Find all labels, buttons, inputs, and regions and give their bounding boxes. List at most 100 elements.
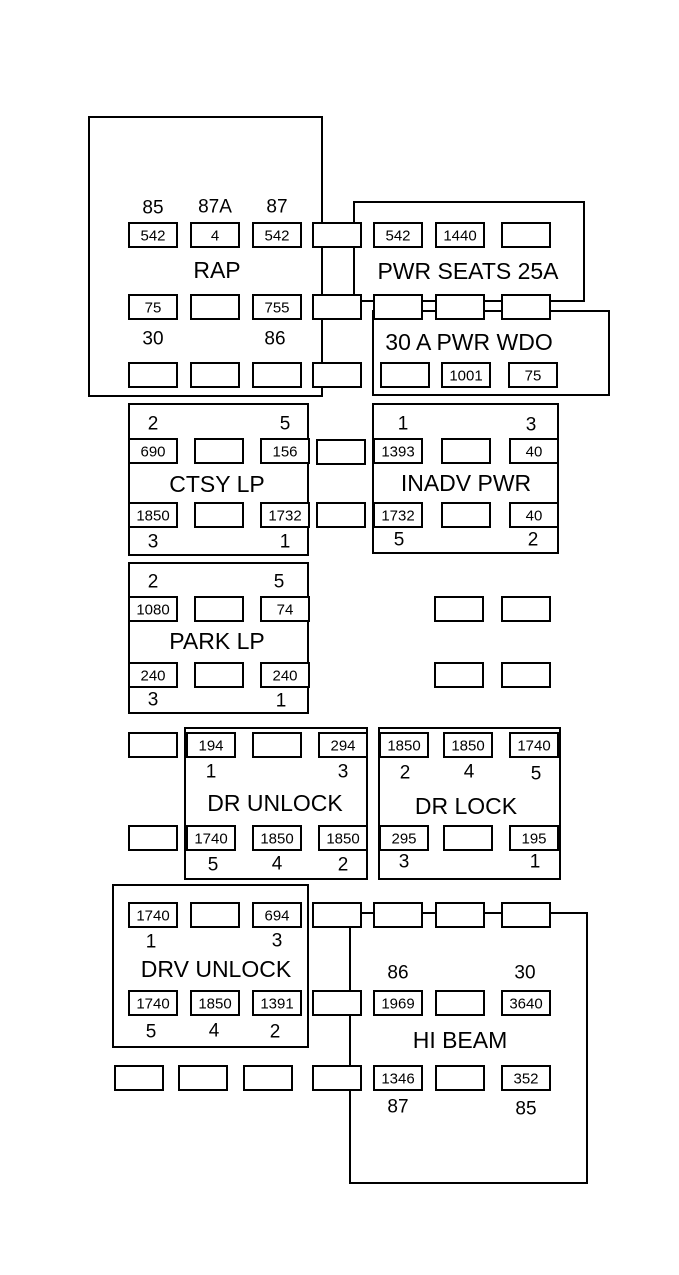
- fuse-slot: [128, 825, 178, 851]
- fuse-slot: [312, 902, 362, 928]
- ctsy-lp-frame: [128, 403, 309, 556]
- terminal-cell: [509, 825, 559, 851]
- rap-title: RAP: [193, 257, 240, 283]
- ctsy-lp-title: CTSY LP: [169, 471, 264, 497]
- terminal-cell: [260, 596, 310, 622]
- pin-label: 30: [514, 963, 535, 984]
- circuit-number: 1391: [260, 996, 293, 1013]
- fuse-slot: [316, 502, 366, 528]
- dr-unlock-frame: [184, 727, 368, 880]
- terminal-cell: [128, 596, 178, 622]
- circuit-number: 542: [264, 228, 289, 245]
- circuit-number: 1740: [136, 996, 169, 1013]
- fuse-slot: [312, 294, 362, 320]
- terminal-cell: [379, 732, 429, 758]
- terminal-cell: [128, 990, 178, 1016]
- pin-label: 2: [148, 572, 159, 593]
- circuit-number: 1850: [260, 831, 293, 848]
- terminal-cell: [128, 222, 178, 248]
- pin-label: 86: [264, 329, 285, 350]
- terminal-cell: [318, 825, 368, 851]
- pin-label: 87: [387, 1097, 408, 1118]
- circuit-number: 156: [272, 444, 297, 461]
- circuit-number: 295: [391, 831, 416, 848]
- pin-label: 85: [142, 198, 163, 219]
- circuit-number: 1732: [381, 508, 414, 525]
- terminal-cell: [186, 732, 236, 758]
- circuit-number: 694: [264, 908, 289, 925]
- terminal-cell: [441, 438, 491, 464]
- pin-label: 85: [515, 1099, 536, 1120]
- pin-label: 87A: [198, 197, 232, 218]
- pin-label: 3: [272, 931, 283, 952]
- terminal-cell: [252, 222, 302, 248]
- terminal-cell: [318, 732, 368, 758]
- pwr-seats-title: PWR SEATS 25A: [377, 258, 559, 284]
- circuit-number: 690: [140, 444, 165, 461]
- terminal-cell: [380, 362, 430, 388]
- inadv-pwr-title: INADV PWR: [401, 470, 531, 496]
- terminal-cell: [443, 732, 493, 758]
- pwr-wdo-title: 30 A PWR WDO: [385, 329, 552, 355]
- terminal-cell: [190, 902, 240, 928]
- dr-lock-title: DR LOCK: [415, 793, 518, 819]
- terminal-cell: [252, 825, 302, 851]
- circuit-number: 542: [140, 228, 165, 245]
- circuit-number: 755: [264, 300, 289, 317]
- fuse-slot: [501, 902, 551, 928]
- pin-label: 5: [146, 1022, 157, 1043]
- terminal-cell: [373, 438, 423, 464]
- fuse-slot: [178, 1065, 228, 1091]
- circuit-number: 240: [140, 668, 165, 685]
- rap-frame: [88, 116, 323, 397]
- terminal-cell: [252, 902, 302, 928]
- circuit-number: 1850: [136, 508, 169, 525]
- circuit-number: 75: [525, 368, 542, 385]
- fuse-slot: [252, 362, 302, 388]
- terminal-cell: [373, 990, 423, 1016]
- pin-label: 1: [530, 852, 541, 873]
- pin-label: 1: [398, 414, 409, 435]
- terminal-cell: [252, 732, 302, 758]
- pin-label: 1: [206, 762, 217, 783]
- circuit-number: 1850: [198, 996, 231, 1013]
- pin-label: 1: [276, 691, 287, 712]
- terminal-cell: [260, 438, 310, 464]
- terminal-cell: [128, 662, 178, 688]
- pin-label: 2: [148, 414, 159, 435]
- pin-label: 5: [394, 530, 405, 551]
- pin-label: 5: [274, 572, 285, 593]
- hi-beam-title: HI BEAM: [413, 1027, 508, 1053]
- terminal-cell: [508, 362, 558, 388]
- pin-label: 2: [400, 763, 411, 784]
- terminal-cell: [194, 502, 244, 528]
- terminal-cell: [373, 222, 423, 248]
- fuse-slot: [435, 294, 485, 320]
- fuse-slot: [373, 294, 423, 320]
- terminal-cell: [373, 502, 423, 528]
- fuse-slot: [128, 732, 178, 758]
- terminal-cell: [435, 222, 485, 248]
- circuit-number: 1732: [268, 508, 301, 525]
- circuit-number: 3640: [509, 996, 542, 1013]
- circuit-number: 1850: [387, 738, 420, 755]
- circuit-number: 1393: [381, 444, 414, 461]
- fuse-slot: [501, 662, 551, 688]
- pin-label: 1: [280, 532, 291, 553]
- terminal-cell: [443, 825, 493, 851]
- pwr-seats-frame: [353, 201, 585, 302]
- terminal-cell: [186, 825, 236, 851]
- pin-label: 4: [464, 762, 475, 783]
- circuit-number: 240: [272, 668, 297, 685]
- circuit-number: 1850: [451, 738, 484, 755]
- fuse-slot: [435, 902, 485, 928]
- fuse-slot: [243, 1065, 293, 1091]
- drv-unlock-frame: [112, 884, 309, 1048]
- circuit-number: 1740: [517, 738, 550, 755]
- circuit-number: 1850: [326, 831, 359, 848]
